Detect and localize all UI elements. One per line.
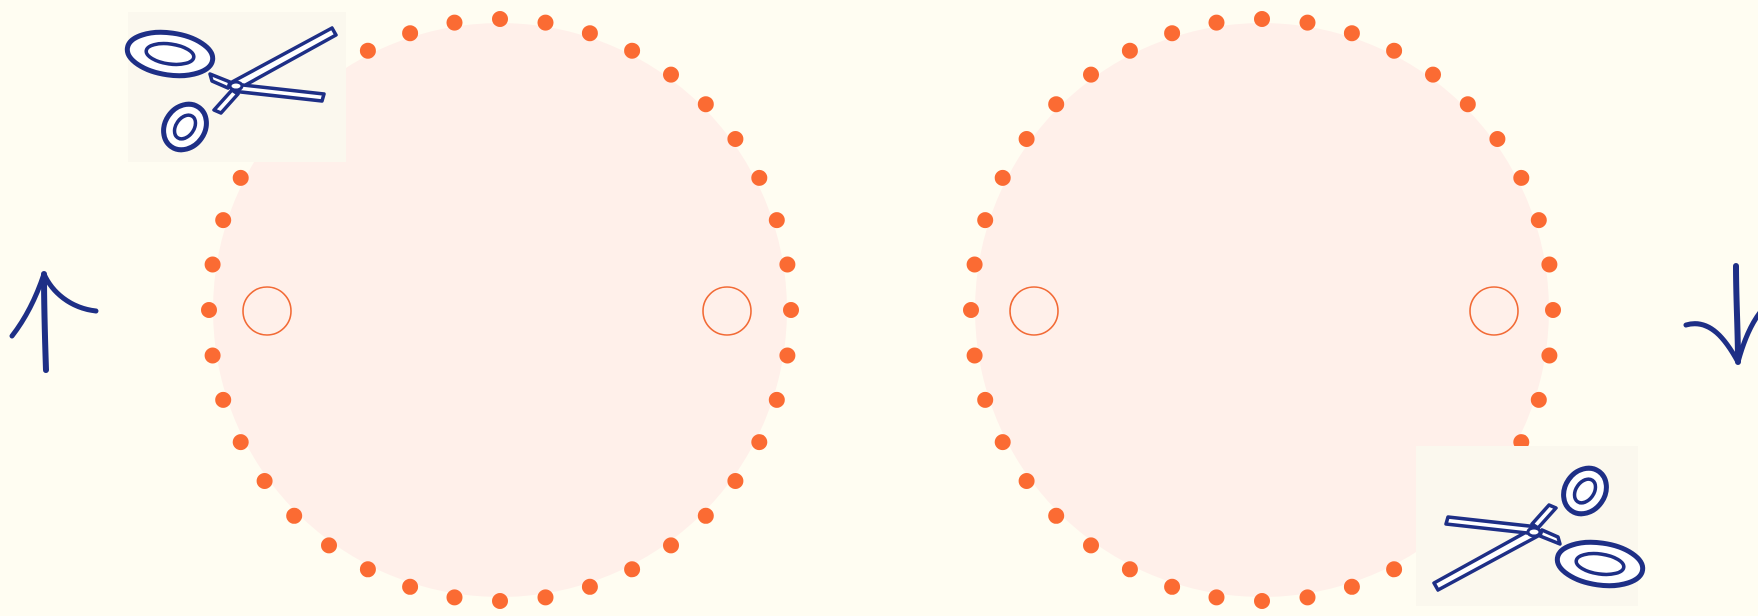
cut-dot [1254, 11, 1270, 27]
cut-dot [1122, 43, 1138, 59]
cut-dot [233, 434, 249, 450]
cut-dot [1300, 589, 1316, 605]
cut-dot [1019, 131, 1035, 147]
cut-dot [1083, 67, 1099, 83]
cut-dot [769, 212, 785, 228]
cut-dot [663, 537, 679, 553]
cut-dot [1300, 15, 1316, 31]
cut-dot [751, 434, 767, 450]
cut-dot [492, 11, 508, 27]
cut-dot [360, 561, 376, 577]
cut-dot [215, 392, 231, 408]
cut-dot [1048, 96, 1064, 112]
cut-dot [538, 15, 554, 31]
cut-dot [233, 170, 249, 186]
cut-dot [1513, 170, 1529, 186]
cut-dot [201, 302, 217, 318]
cut-dot [663, 67, 679, 83]
cut-dot [215, 212, 231, 228]
cut-dot [963, 302, 979, 318]
cut-dot [624, 43, 640, 59]
cut-dot [205, 257, 221, 273]
cut-dot [402, 579, 418, 595]
cut-dot [783, 302, 799, 318]
cut-dot [967, 257, 983, 273]
cut-dot [447, 589, 463, 605]
cut-dot [995, 170, 1011, 186]
cut-dot [205, 348, 221, 364]
cut-dot [1541, 257, 1557, 273]
cut-dot [727, 473, 743, 489]
cut-dot [1254, 593, 1270, 609]
cut-dot [1083, 537, 1099, 553]
cut-dot [1048, 508, 1064, 524]
cut-dot [1209, 15, 1225, 31]
cut-dot [1541, 348, 1557, 364]
cut-dot [402, 25, 418, 41]
arrow-up-icon [12, 274, 96, 370]
cut-dot [360, 43, 376, 59]
cut-dot [977, 212, 993, 228]
cut-dot [779, 348, 795, 364]
cut-dot [582, 579, 598, 595]
cut-dot [995, 434, 1011, 450]
cut-dot [1386, 561, 1402, 577]
cut-dot [1122, 561, 1138, 577]
cut-dot [582, 25, 598, 41]
scissors-icon [124, 12, 346, 162]
cut-dot [321, 537, 337, 553]
cut-dot [698, 508, 714, 524]
cut-dot [1531, 392, 1547, 408]
cut-dot [977, 392, 993, 408]
cut-dot [1344, 579, 1360, 595]
cut-dot [1019, 473, 1035, 489]
cut-dot [1489, 131, 1505, 147]
cut-dot [1531, 212, 1547, 228]
cut-dot [1164, 579, 1180, 595]
cut-dot [727, 131, 743, 147]
cut-dot [698, 96, 714, 112]
cut-dot [286, 508, 302, 524]
cut-dot [779, 257, 795, 273]
cut-dot [1386, 43, 1402, 59]
cut-dot [447, 15, 463, 31]
cut-dot [1425, 67, 1441, 83]
cut-dot [751, 170, 767, 186]
cut-dot [624, 561, 640, 577]
cut-dot [492, 593, 508, 609]
arrow-down-icon [1686, 266, 1758, 362]
cut-dot [967, 348, 983, 364]
cut-dot [257, 473, 273, 489]
cut-dot [1344, 25, 1360, 41]
cut-dot [538, 589, 554, 605]
cut-dot [1545, 302, 1561, 318]
scissors-icon [1416, 446, 1646, 606]
cut-dot [1209, 589, 1225, 605]
cut-dot [1460, 96, 1476, 112]
cut-dot [769, 392, 785, 408]
cut-dot [1164, 25, 1180, 41]
